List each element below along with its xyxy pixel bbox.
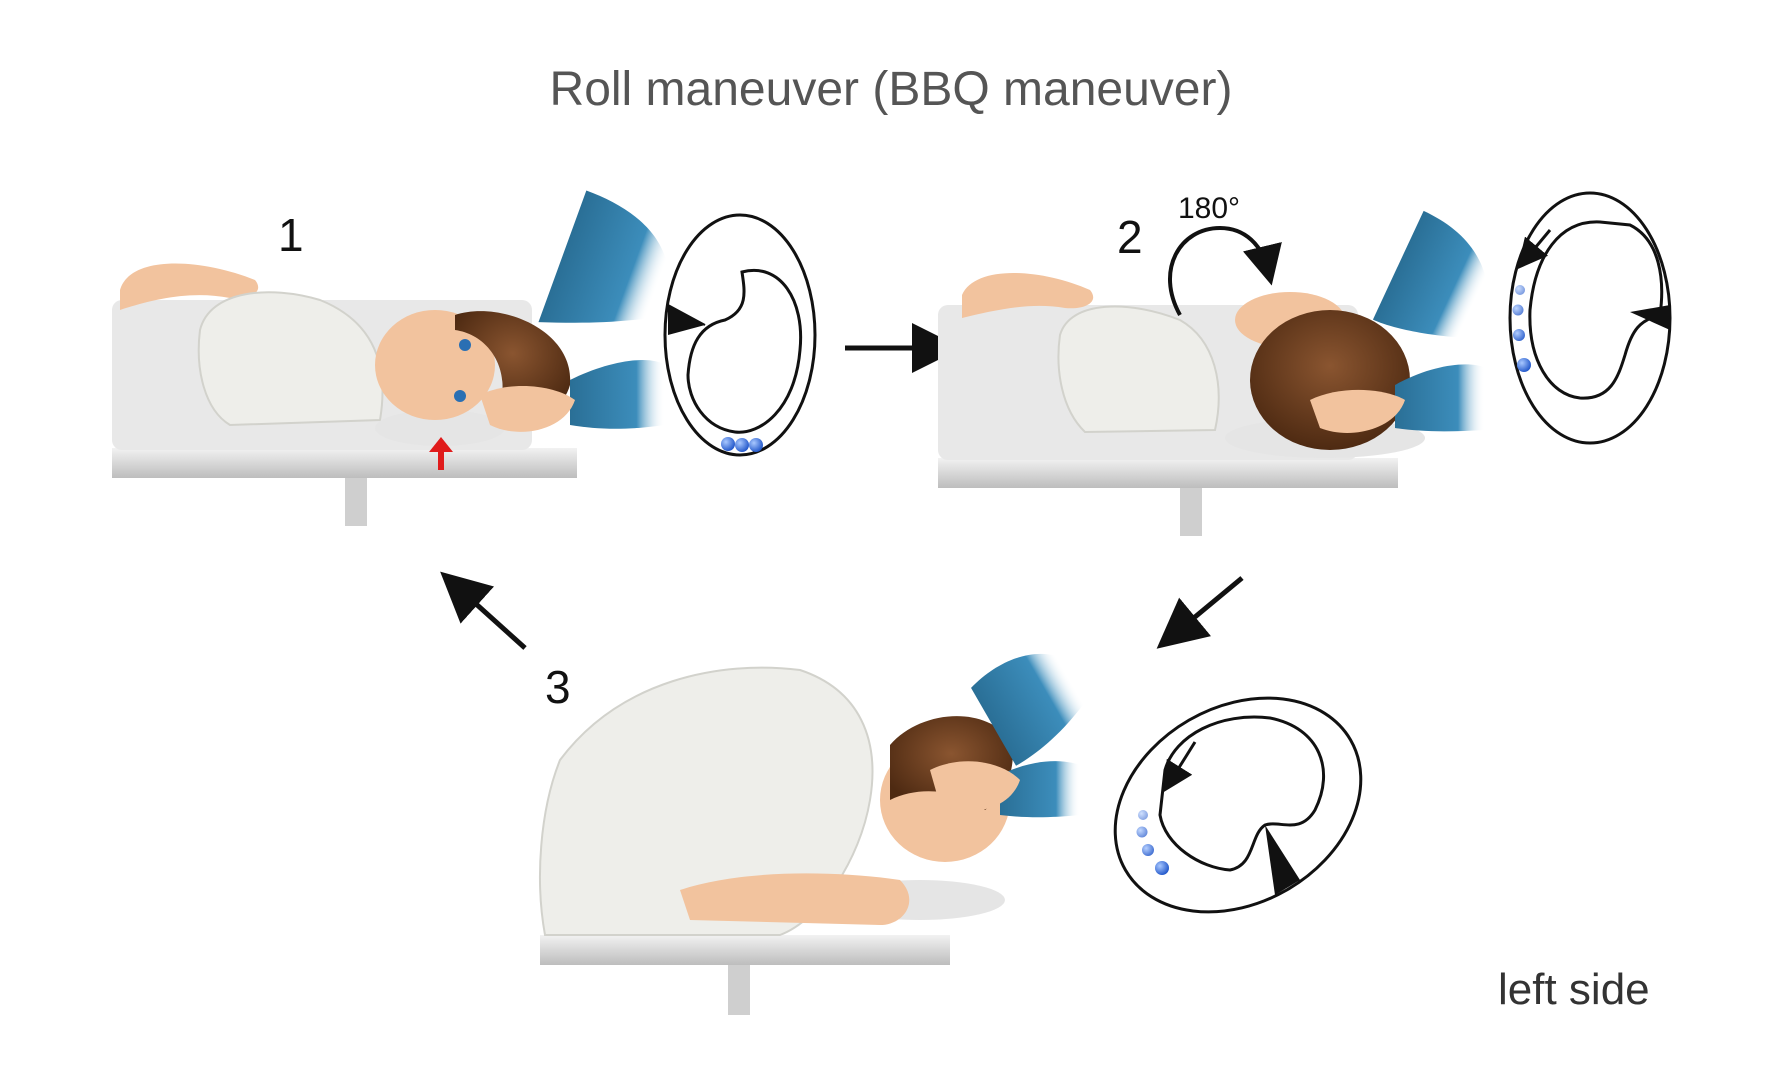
patient-arm — [962, 272, 1094, 318]
arrow-up-left-icon — [440, 571, 527, 650]
exam-table — [112, 448, 577, 478]
examiner-arm — [971, 653, 1084, 766]
step-number-2: 2 — [1117, 211, 1143, 263]
otolith-particle — [1517, 358, 1531, 372]
examiner-hand — [480, 385, 575, 432]
red-up-arrow-icon — [429, 437, 453, 470]
otolith-particle — [1512, 304, 1524, 316]
pillow — [375, 410, 505, 446]
patient-shirt — [539, 666, 874, 936]
otolith-particle — [735, 438, 749, 452]
panel-2-head-turn — [938, 210, 1486, 536]
otolith-particle — [1515, 285, 1525, 295]
examiner-arm — [1000, 761, 1080, 818]
otolith-particle — [721, 437, 735, 451]
eye — [454, 390, 466, 402]
examiner-hand — [1310, 389, 1405, 433]
patient-arm — [680, 873, 910, 925]
step-number-3: 3 — [545, 661, 571, 713]
examiner-arm — [1395, 364, 1485, 432]
exam-table — [938, 458, 1398, 488]
arrow-down-left-icon — [1156, 576, 1244, 649]
otolith-particle — [1513, 329, 1525, 341]
patient-arm — [120, 263, 259, 310]
side-label: left side — [1498, 965, 1650, 1014]
examiner-arm — [538, 190, 667, 323]
examiner-hand — [930, 761, 1020, 812]
patient-shirt — [1057, 305, 1220, 434]
panel-1-supine — [112, 190, 667, 526]
table-leg — [345, 478, 367, 526]
rotation-label: 180° — [1178, 192, 1241, 225]
otolith-particle — [1136, 826, 1148, 838]
table-leg — [728, 965, 750, 1015]
examiner-arm — [570, 360, 665, 429]
canal-diagram-3 — [1113, 696, 1363, 914]
panel-3-prone — [539, 653, 1084, 1015]
otolith-particle — [749, 438, 763, 452]
rotation-arrow-icon — [1168, 225, 1282, 316]
exam-table — [540, 935, 950, 965]
canal-diagram-2 — [1508, 191, 1672, 445]
otolith-particle — [1138, 810, 1148, 820]
examiner-arm — [1372, 210, 1486, 338]
otolith-particle — [1155, 861, 1169, 875]
step-number-1: 1 — [278, 209, 304, 261]
eye — [459, 339, 471, 351]
canal-diagram-1 — [663, 213, 817, 457]
patient-head — [375, 310, 495, 420]
table-leg — [1180, 488, 1202, 536]
otolith-particle — [1142, 844, 1154, 856]
patient-shirt — [197, 291, 384, 427]
diagram-title: Roll maneuver (BBQ maneuver) — [549, 63, 1233, 116]
